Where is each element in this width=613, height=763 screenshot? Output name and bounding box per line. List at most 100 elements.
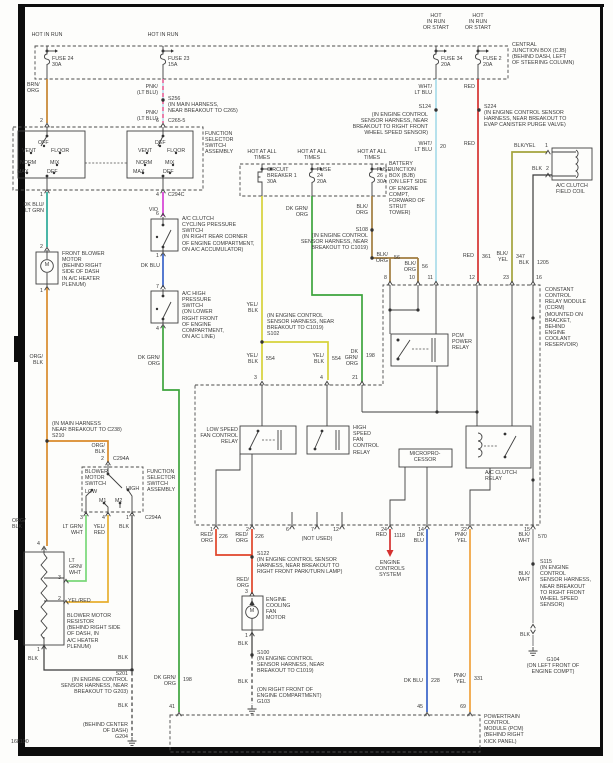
pcm-power-relay-box bbox=[390, 333, 449, 367]
high-fan-relay-box bbox=[306, 425, 350, 455]
hot-at-all-times-3: HOT AT ALL TIMES bbox=[357, 149, 387, 162]
field-coil-label: A/C CLUTCH FIELD COIL bbox=[556, 183, 588, 196]
sw2-vent: VENT bbox=[138, 148, 153, 154]
bjb-box bbox=[239, 163, 387, 197]
sw1-def: DEF bbox=[47, 169, 58, 175]
splice-s201: S201 (IN ENGINE CONTROL SENSOR HARNESS, … bbox=[60, 671, 128, 696]
wire-label-whtltblu-b: WHT/ LT BLU bbox=[414, 141, 432, 154]
diagram-id: 168100 bbox=[11, 739, 29, 745]
hot-in-run-start-2: HOT IN RUN OR START bbox=[464, 13, 492, 32]
pcm-pin-69: 69 bbox=[460, 704, 466, 710]
frame-left bbox=[18, 4, 25, 756]
fuse-24-label: FUSE 24 30A bbox=[52, 56, 74, 69]
junction-dots bbox=[25, 98, 535, 672]
wire-label-blkorg-top: BLK/ ORG bbox=[355, 204, 368, 217]
wire-blk-org bbox=[371, 196, 419, 282]
sw1-vent: VENT bbox=[22, 148, 37, 154]
pcm-label: POWERTRAIN CONTROL MODULE (PCM) (BEHIND … bbox=[484, 714, 524, 745]
wire-label-yelred-a: YEL/ RED bbox=[93, 524, 105, 537]
wire-label-pnkyel-a: PNK/ YEL bbox=[454, 532, 467, 545]
ccrm-pin-6: 6 bbox=[286, 527, 289, 533]
circuit-226-b: 226 bbox=[255, 534, 264, 540]
wire-label-red-a: RED bbox=[463, 84, 475, 90]
cycling-switch-label: A/C CLUTCH CYCLING PRESSURE SWITCH (IN R… bbox=[182, 216, 255, 253]
wire-label-blkyel-top: BLK/YEL bbox=[514, 143, 536, 149]
circuit-breaker-1-label: CIRCUIT BREAKER 1 30A bbox=[267, 167, 297, 186]
resistor-label: BLOWER MOTOR RESISTOR (BEHIND RIGHT SIDE… bbox=[67, 613, 121, 650]
wire-label-yelblk-a: YEL/ BLK bbox=[246, 302, 258, 315]
circuit-198: 198 bbox=[183, 677, 192, 683]
wire-ltgrn-wht bbox=[66, 515, 87, 582]
cooling-fan-box bbox=[241, 595, 264, 631]
ac-clutch-relay-box bbox=[465, 425, 532, 469]
circuit-226-a: 226 bbox=[219, 534, 228, 540]
wire-label-blkorg-b: BLK/ ORG bbox=[403, 261, 416, 274]
fuse-23-label: FUSE 23 15A bbox=[168, 56, 190, 69]
ccrm-pin-22: 22 bbox=[461, 527, 467, 533]
resistor-zigzag bbox=[40, 553, 48, 640]
resistor-pin-3: 3 bbox=[58, 575, 61, 581]
high-pressure-switch-box bbox=[150, 290, 179, 324]
connector-c294c: C294C bbox=[168, 192, 185, 198]
ccrm-pin-10: 10 bbox=[409, 275, 415, 281]
bms-pin-3: 3 bbox=[80, 515, 83, 521]
circuit-198-b: 198 bbox=[366, 353, 375, 359]
engine-controls-arrow bbox=[386, 550, 394, 557]
wire-label-org-blk-a: ORG/ BLK bbox=[29, 354, 43, 367]
wire-label-blk-c: BLK bbox=[117, 655, 128, 661]
wire-label-pnkyel-b: PNK/ YEL bbox=[453, 673, 466, 686]
wire-label-yelblk-b: YEL/ BLK bbox=[246, 353, 258, 366]
wire-label-red-b: RED bbox=[463, 141, 475, 147]
wire-label-redorg-b: RED/ ORG bbox=[235, 532, 248, 545]
high-fan-relay-label: HIGH SPEED FAN CONTROL RELAY bbox=[353, 425, 379, 456]
ccrm-pin-12b: 12 bbox=[333, 527, 339, 533]
hps-pin-7: 7 bbox=[156, 284, 159, 290]
frame-nub-1 bbox=[14, 336, 19, 362]
blower-motor-label: FRONT BLOWER MOTOR (BEHIND RIGHT SIDE OF… bbox=[62, 251, 105, 288]
wire-label-brn-org: BRN/ ORG bbox=[27, 82, 40, 95]
bms-low: LOW bbox=[85, 489, 98, 495]
wire-label-dkblu-a: DK BLU bbox=[413, 532, 424, 545]
fss-assembly-label: FUNCTION SELECTOR SWITCH ASSEMBLY bbox=[205, 131, 234, 156]
fss-switch1-box bbox=[17, 130, 86, 179]
wire-label-ltgrnwht-a: LT GRN/ WHT bbox=[62, 524, 83, 537]
fss-pin-4: 4 bbox=[156, 192, 159, 198]
fan-motor-m: M bbox=[249, 608, 255, 614]
wire-label-ltgrnwht-b: LT GRN/ WHT bbox=[69, 558, 83, 577]
wire-label-blk-fan-a: BLK bbox=[237, 641, 248, 647]
fss-assembly-label-2: FUNCTION SELECTOR SWITCH ASSEMBLY bbox=[147, 469, 176, 494]
wire-label-blk-b: BLK bbox=[28, 656, 39, 662]
sw2-mix: MIX bbox=[165, 160, 175, 166]
bms-m2: M2 bbox=[115, 498, 123, 504]
cjb-box bbox=[34, 45, 509, 80]
ccrm-pin-24: 24 bbox=[381, 527, 387, 533]
circuit-1205: 1205 bbox=[537, 260, 549, 266]
ccrm-label: CONSTANT CONTROL RELAY MODULE (CCRM) (MO… bbox=[545, 287, 587, 349]
splice-s224: S224 (IN ENGINE CONTROL SENSOR HARNESS, … bbox=[484, 104, 567, 129]
blower-motor-icon bbox=[40, 259, 54, 273]
wire-label-dkgrn-b: DK GRN/ ORG bbox=[153, 675, 176, 688]
splice-s108: S108 (IN ENGINE CONTROL SENSOR HARNESS, … bbox=[300, 227, 368, 252]
low-fan-relay-label: LOW SPEED FAN CONTROL RELAY bbox=[200, 427, 238, 446]
bms-pin-2: 2 bbox=[101, 456, 104, 462]
circuit-554-a: 554 bbox=[266, 356, 275, 362]
low-fan-relay-box bbox=[239, 425, 297, 455]
cjb-label: CENTRAL JUNCTION BOX (CJB) (BEHIND DASH,… bbox=[512, 42, 575, 67]
splice-s100: S100 (IN ENGINE CONTROL SENSOR HARNESS, … bbox=[257, 650, 325, 675]
circuit-56-a: 56 bbox=[394, 255, 400, 261]
resistor-pin-4: 4 bbox=[37, 541, 40, 547]
ccrm-pin-15: 15 bbox=[524, 527, 530, 533]
wire-red-org bbox=[215, 529, 253, 594]
ccrm-pin-23: 23 bbox=[503, 275, 509, 281]
cycling-switch-box bbox=[150, 218, 179, 252]
wire-label-pnk-1: PNK/ (LT BLU) bbox=[137, 84, 158, 97]
ac-clutch-relay-label: A/C CLUTCH RELAY bbox=[485, 470, 517, 483]
ground-g204-label: (BEHIND CENTER OF DASH) G204 bbox=[82, 722, 128, 741]
connector-c265: C265-5 bbox=[168, 118, 186, 124]
bms-pin-4: 4 bbox=[102, 515, 105, 521]
circuit-1118: 1118 bbox=[394, 533, 405, 539]
sw2-max: MAX bbox=[133, 169, 145, 175]
ground-g104-icon bbox=[528, 646, 538, 656]
